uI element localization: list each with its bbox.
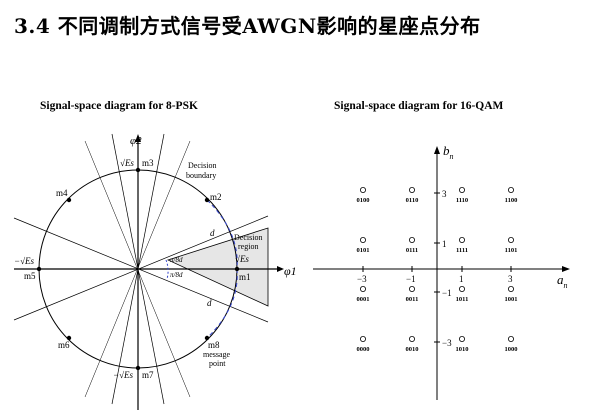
qam-point <box>458 186 465 193</box>
qam-code-label: 0110 <box>406 197 419 204</box>
qam-diagram-title: Signal-space diagram for 16-QAM <box>334 100 504 112</box>
y-tick: −3 <box>442 338 452 348</box>
qam-point <box>408 186 415 193</box>
point-label-m8: m8 <box>208 340 220 350</box>
qam-point <box>458 335 465 342</box>
decision-boundary-label: boundary <box>186 171 216 180</box>
phi1-label: φ1 <box>284 264 297 278</box>
qam-code-label: 1110 <box>456 197 468 204</box>
qam-code-label: 0000 <box>357 346 370 353</box>
x-tick: 3 <box>508 274 513 284</box>
psk-point <box>135 167 141 173</box>
point-label-m2: m2 <box>210 192 222 202</box>
qam-point <box>458 236 465 243</box>
angle-label: π/8d <box>170 271 183 279</box>
qam-code-label: 0100 <box>357 197 370 204</box>
decision-region-wedge <box>166 227 269 307</box>
neg-sqrt-es-left: −√Es <box>14 256 35 266</box>
qam-point <box>507 236 514 243</box>
message-point-label: point <box>209 359 226 368</box>
phi2-label: φ2 <box>130 135 142 147</box>
decision-region-label: Decision <box>234 233 262 242</box>
psk-diagram: m1 m2 m3 m4 m5 m6 m7 m8 φ1 φ2 √Es √Es −√… <box>13 133 297 410</box>
message-point-label: message <box>203 350 231 359</box>
qam-points: 0100 0110 1110 1100 0101 0111 1111 1101 0001 0011… <box>357 186 518 353</box>
psk-point <box>135 365 141 371</box>
y-tick: −1 <box>442 288 452 298</box>
boundary-line <box>13 215 269 321</box>
boundary-line <box>13 217 269 323</box>
qam-point <box>408 285 415 292</box>
qam-point <box>507 335 514 342</box>
neg-sqrt-es-bottom: −√Es <box>113 370 134 380</box>
qam-diagram: bn an 3 1 −1 −3 −3 −1 1 3 0100 0110 1110 11… <box>313 143 570 400</box>
point-label-m7: m7 <box>142 370 154 380</box>
qam-code-label: 0111 <box>406 247 418 254</box>
decision-region-label: region <box>238 242 258 251</box>
x-tick: 1 <box>459 274 464 284</box>
psk-point <box>66 335 72 341</box>
qam-code-label: 1111 <box>456 247 468 254</box>
y-tick: 3 <box>442 189 447 199</box>
y-tick: 1 <box>442 239 447 249</box>
qam-code-label: 1011 <box>456 296 469 303</box>
point-label-m3: m3 <box>142 158 154 168</box>
qam-code-label: 1101 <box>505 247 518 254</box>
qam-code-label: 1010 <box>456 346 469 353</box>
qam-point <box>359 186 366 193</box>
qam-point <box>408 236 415 243</box>
slide-title: 3.4 不同调制方式信号受AWGN影响的星座点分布 <box>14 14 481 38</box>
qam-code-label: 1001 <box>505 296 518 303</box>
qam-point <box>507 285 514 292</box>
qam-code-label: 0101 <box>357 247 370 254</box>
x-tick: −1 <box>406 274 416 284</box>
distance-label: d <box>210 228 215 238</box>
point-label-m4: m4 <box>56 188 68 198</box>
angle-label: π/8d <box>170 256 183 264</box>
qam-point <box>458 285 465 292</box>
bn-label: bn <box>443 143 454 161</box>
psk-point <box>204 197 210 203</box>
sqrt-es-right: √Es <box>235 254 249 264</box>
qam-point <box>359 285 366 292</box>
x-tick: −3 <box>357 274 367 284</box>
qam-point <box>359 335 366 342</box>
qam-code-label: 1000 <box>505 346 518 353</box>
psk-point <box>234 266 240 272</box>
point-label-m6: m6 <box>58 340 70 350</box>
qam-point <box>408 335 415 342</box>
psk-diagram-title: Signal-space diagram for 8-PSK <box>40 100 198 112</box>
psk-point <box>204 335 210 341</box>
qam-code-label: 0010 <box>406 346 419 353</box>
psk-point <box>66 197 72 203</box>
distance-label: d <box>207 298 212 308</box>
an-label: an <box>557 272 568 290</box>
psk-point <box>36 266 42 272</box>
decision-boundary-label: Decision <box>188 161 216 170</box>
qam-code-label: 0001 <box>357 296 370 303</box>
sqrt-es-top: √Es <box>120 158 134 168</box>
point-label-m1: m1 <box>239 272 251 282</box>
qam-code-label: 1100 <box>505 197 518 204</box>
qam-point <box>507 186 514 193</box>
point-label-m5: m5 <box>24 271 36 281</box>
qam-code-label: 0011 <box>406 296 419 303</box>
qam-point <box>359 236 366 243</box>
